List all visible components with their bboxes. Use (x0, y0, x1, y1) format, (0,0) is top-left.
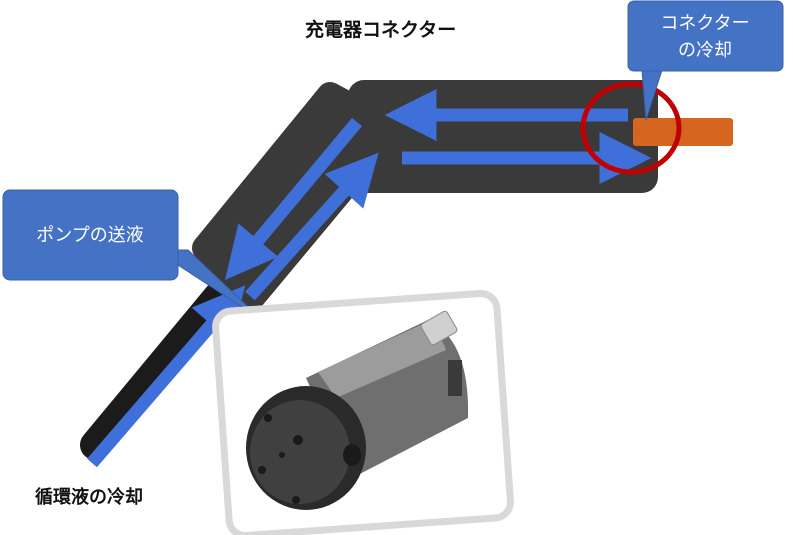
pump-bolt (292, 496, 300, 504)
cable-tube (80, 277, 237, 460)
callout-text: ポンプの送液 (36, 225, 143, 246)
callout-box (627, 0, 784, 72)
bottom-label: 循環液の冷却 (35, 487, 143, 508)
title: 充電器コネクター (305, 19, 457, 41)
pump-end-face (250, 400, 350, 504)
callout-connector-cooling: コネクター の冷却 (627, 0, 784, 121)
callout-pump-delivery: ポンプの送液 (2, 189, 263, 321)
flow-arrow-lower-inlet (87, 285, 246, 468)
pump-body-highlight (318, 323, 446, 398)
callout-box (2, 189, 179, 281)
flow-arrows (87, 89, 652, 468)
connector-pin (633, 118, 733, 146)
pump-image-panel (212, 290, 514, 535)
connector-housing-straight (348, 80, 658, 193)
callout-line-2: の冷却 (678, 40, 732, 61)
pump-rear-fitting (420, 310, 458, 346)
pump-bolt (258, 466, 266, 474)
pump-port (343, 444, 361, 466)
callout-line-1: コネクター (660, 13, 749, 34)
pump-bolt (293, 435, 303, 445)
pump-bolt (264, 414, 272, 422)
flow-arrow-diagonal-down (224, 117, 362, 280)
pump-illustration (246, 310, 469, 510)
pump-bolt (279, 452, 285, 458)
pump-cable (448, 360, 462, 396)
highlight-circle (580, 81, 682, 175)
